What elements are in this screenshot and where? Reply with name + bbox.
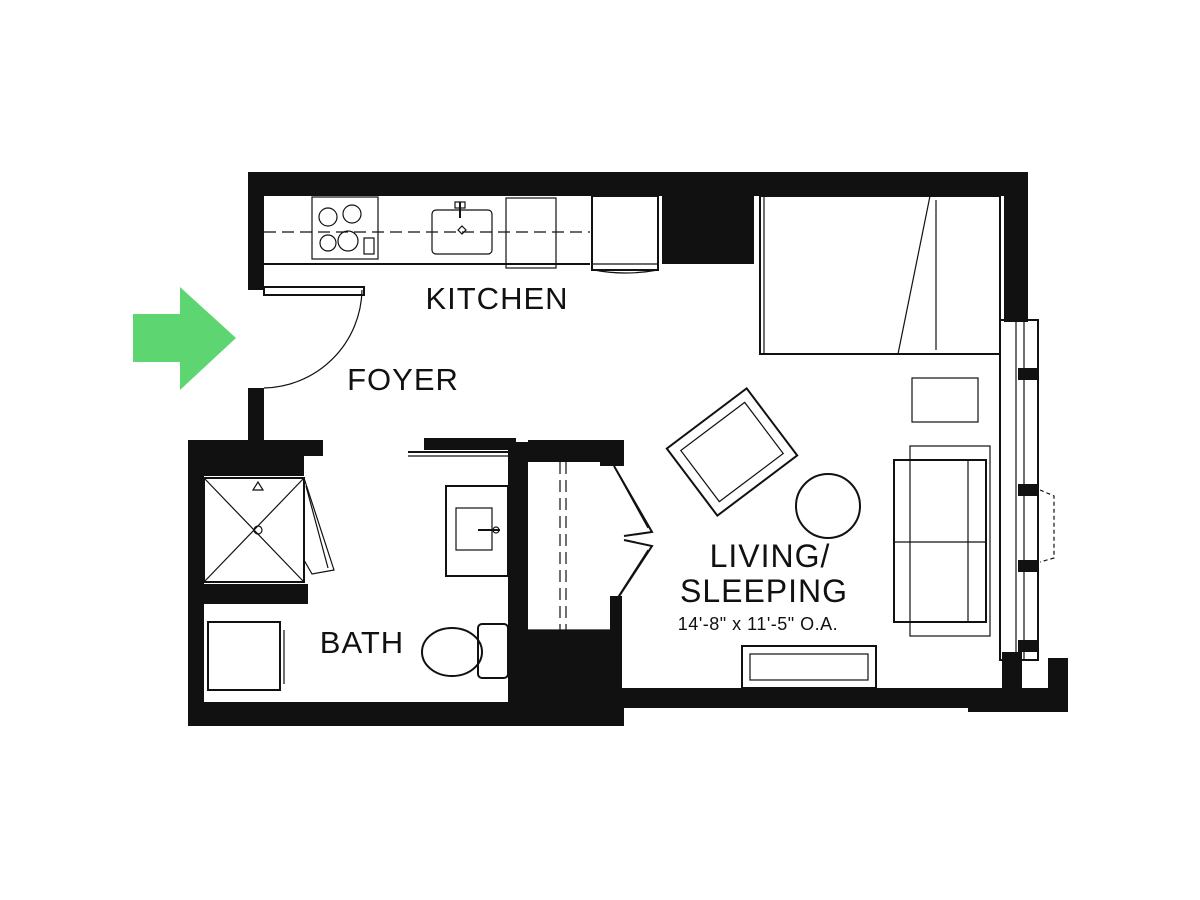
armchair xyxy=(665,386,799,518)
living-label-line1: LIVING/ xyxy=(710,538,831,574)
kitchen-counter xyxy=(264,195,659,274)
walls xyxy=(188,172,1068,726)
round-table xyxy=(795,473,861,539)
entry-door xyxy=(263,286,365,389)
living-dimensions: 14'-8" x 11'-5" O.A. xyxy=(678,614,838,634)
toilet xyxy=(421,623,509,679)
bath-label: BATH xyxy=(320,625,404,660)
entry-arrow-icon xyxy=(133,287,236,390)
sofa xyxy=(893,445,991,637)
shower xyxy=(203,477,335,583)
window xyxy=(999,319,1055,661)
kitchen-label: KITCHEN xyxy=(425,281,568,316)
washer-dryer xyxy=(207,621,285,691)
closet xyxy=(528,462,654,631)
bath-door xyxy=(408,451,508,457)
media-console xyxy=(741,645,877,689)
side-table xyxy=(911,377,979,423)
foyer-label: FOYER xyxy=(347,362,459,397)
bed xyxy=(759,195,1001,355)
living-label-line2: SLEEPING xyxy=(680,573,848,609)
vanity xyxy=(445,485,509,577)
